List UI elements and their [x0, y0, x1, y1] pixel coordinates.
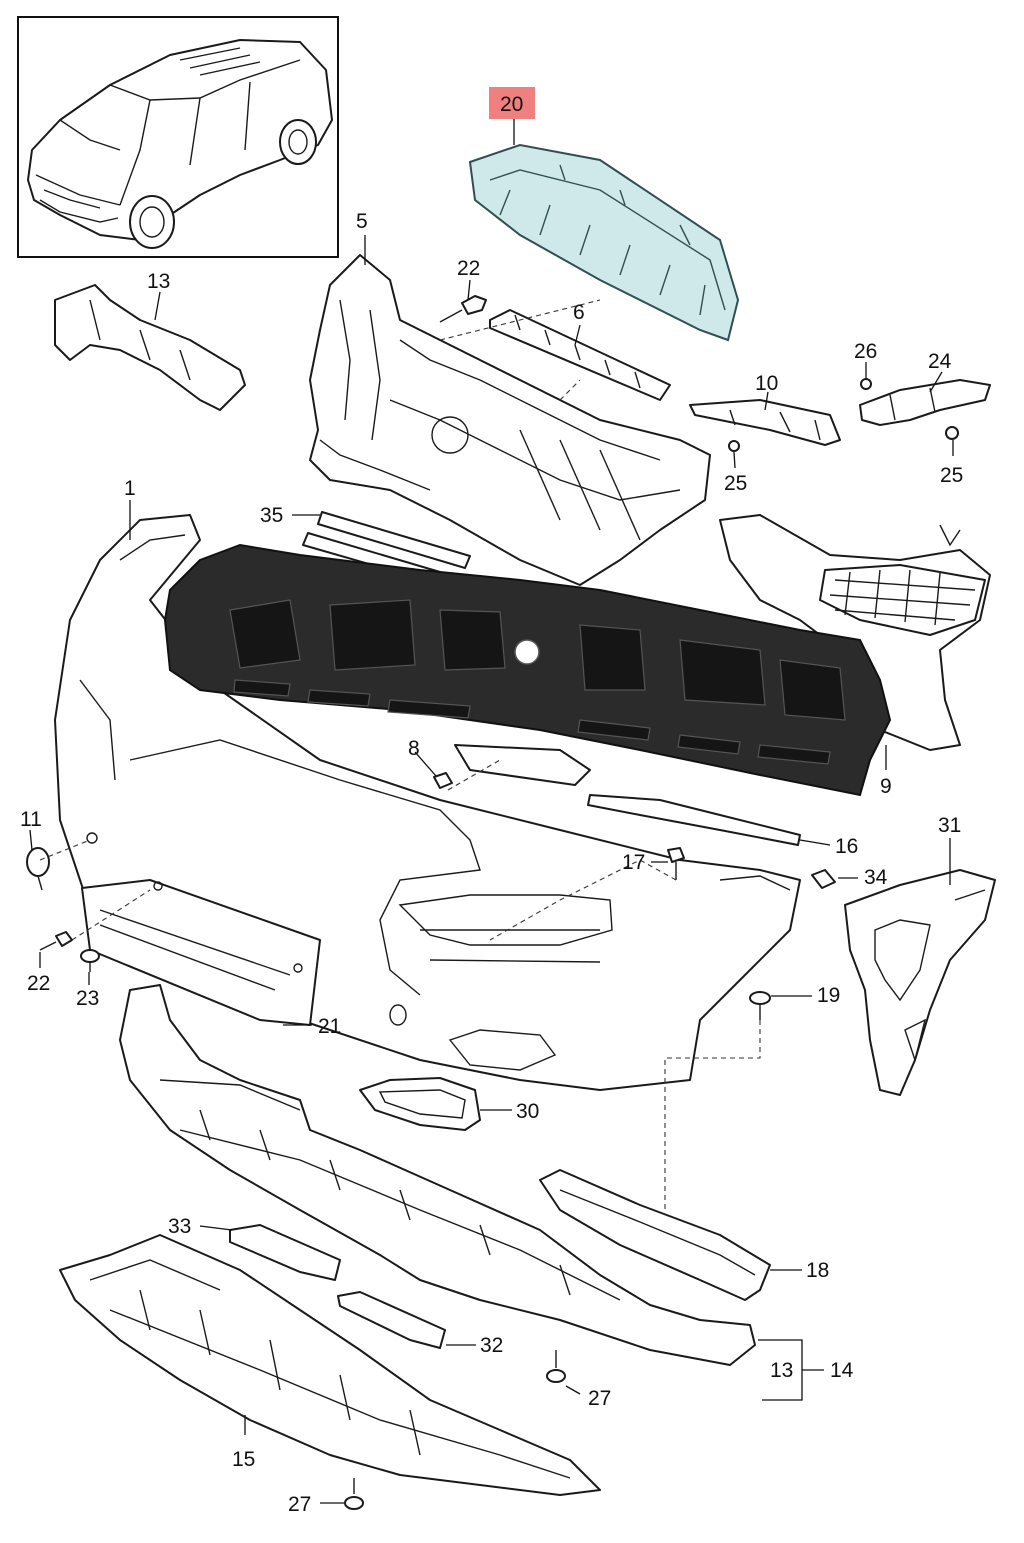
- part-20-carrier: [468, 143, 740, 342]
- callout-35: 35: [260, 504, 283, 527]
- callout-15: 15: [232, 1448, 255, 1471]
- callout-labels: 20 1 5 22 6 13 10 26 24 25 25 35 8 9 11 …: [20, 93, 963, 1516]
- part-5-frame: [309, 254, 711, 586]
- highlight-box-20: [489, 87, 535, 119]
- part-15-underbody-panel: [59, 1234, 601, 1496]
- callout-22: 22: [457, 257, 480, 280]
- callout-27: 27: [288, 1493, 311, 1516]
- part-27-screws: [344, 1350, 566, 1510]
- part-19-screw: [749, 991, 771, 1020]
- vehicle-inset: [17, 16, 339, 258]
- callout-17: 17: [622, 851, 645, 874]
- callout-14: 14: [830, 1359, 854, 1382]
- callout-26: 26: [854, 340, 877, 363]
- callout-33: 33: [168, 1215, 191, 1238]
- foam-energy-absorber: [163, 543, 892, 797]
- callout-8: 8: [408, 737, 420, 760]
- lower-mount-bracket: [454, 744, 591, 786]
- callout-31: 31: [938, 814, 961, 837]
- part-13-lower-spoiler: [119, 984, 756, 1366]
- leader-lines: [29, 118, 954, 1504]
- part-6-strip: [489, 309, 671, 401]
- part-23-clip: [80, 949, 100, 972]
- callout-32: 32: [480, 1334, 503, 1357]
- callout-30: 30: [516, 1100, 539, 1123]
- part-8-clip: [433, 772, 453, 789]
- callout-11: 11: [20, 808, 42, 831]
- part-18-lower-trim: [539, 1169, 771, 1301]
- callout-19: 19: [817, 984, 840, 1007]
- callout-20: 20: [500, 93, 523, 116]
- part-10-bracket: [689, 399, 841, 446]
- reference-lines: [39, 299, 761, 1210]
- callout-18: 18: [806, 1259, 829, 1282]
- part-24-bracket: [859, 379, 991, 426]
- part-9-grille: [719, 514, 991, 751]
- callout-13: 13: [770, 1359, 793, 1382]
- part-34-clip: [811, 869, 836, 889]
- callout-22: 22: [27, 972, 50, 995]
- callout-16: 16: [835, 835, 858, 858]
- callout-24: 24: [928, 350, 952, 373]
- callout-23: 23: [76, 987, 99, 1010]
- callout-21: 21: [318, 1015, 341, 1038]
- callout-34: 34: [864, 866, 888, 889]
- part-30-fog-frame: [359, 1077, 481, 1131]
- part-11-plug: [26, 847, 50, 891]
- callout-5: 5: [356, 210, 368, 233]
- callout-10: 10: [755, 372, 778, 395]
- callout-13: 13: [147, 270, 170, 293]
- callout-25: 25: [724, 472, 747, 495]
- callout-6: 6: [573, 301, 585, 324]
- callout-25: 25: [940, 464, 963, 487]
- suv-illustration-icon: [27, 39, 333, 249]
- part-17-screw: [667, 847, 685, 880]
- part-13-upper-bracket: [54, 284, 246, 411]
- part-16-trim: [587, 794, 801, 846]
- callout-27: 27: [588, 1387, 611, 1410]
- callout-9: 9: [880, 775, 892, 798]
- part-31-side-bracket: [844, 869, 996, 1096]
- part-32-strip: [337, 1291, 446, 1349]
- callout-1: 1: [124, 477, 136, 500]
- part-22-bolt-top: [439, 295, 487, 323]
- part-22-bolt-left: [39, 931, 73, 951]
- part-33-strip: [229, 1224, 341, 1281]
